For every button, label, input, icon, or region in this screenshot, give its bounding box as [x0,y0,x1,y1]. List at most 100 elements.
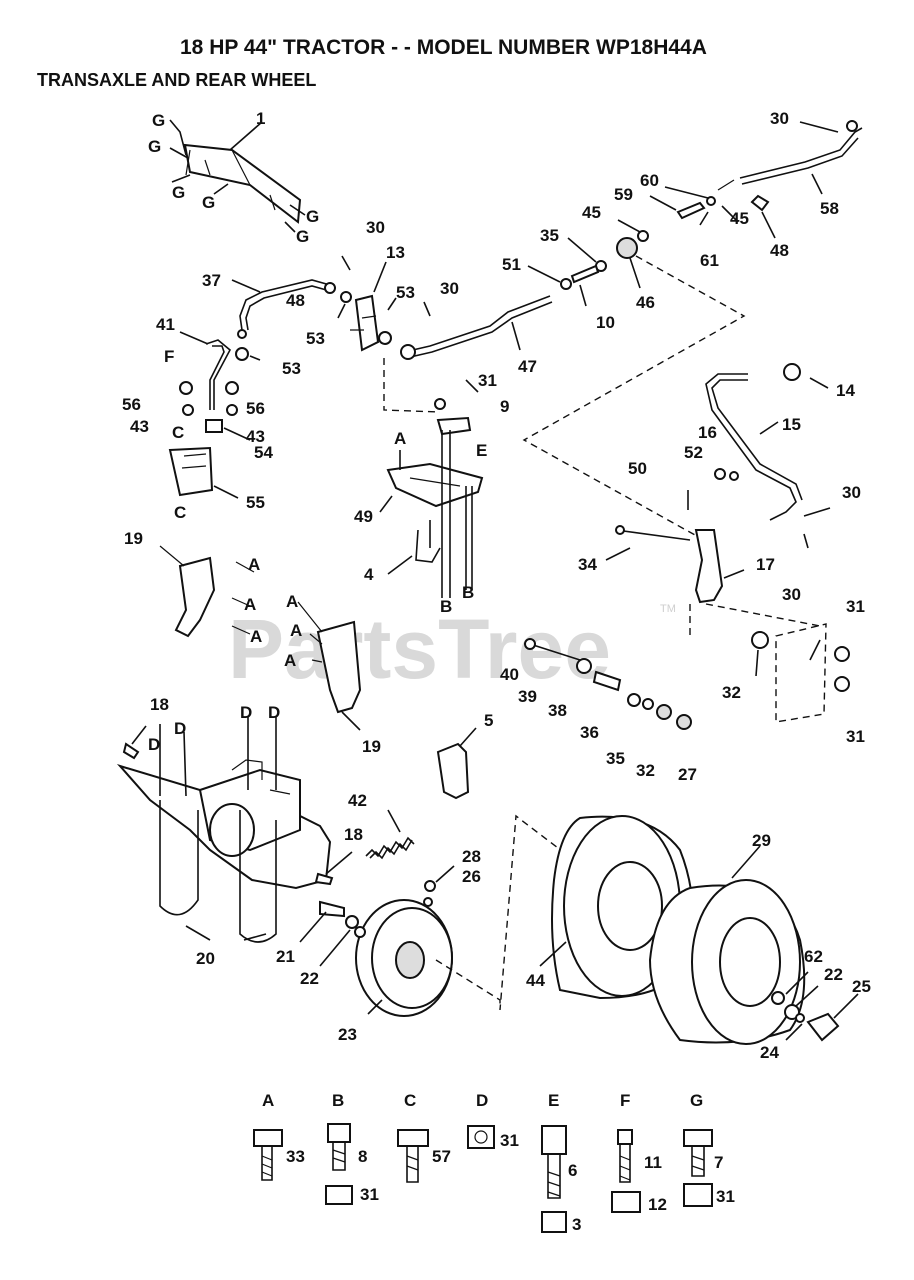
hardware-key [253,1123,713,1233]
callout: 30 [440,279,459,298]
part-23-rim [319,814,707,1017]
part-19-brackets [159,545,362,731]
callout: 32 [636,761,655,780]
part-axle-hardware [524,623,850,730]
callout: 44 [526,971,545,990]
callout: 58 [820,199,839,218]
callout: 31 [478,371,497,390]
callout: 13 [386,243,405,262]
key-part: 31 [360,1185,379,1204]
callout: B [440,597,452,616]
callout: 32 [722,683,741,702]
key-part: 6 [568,1161,577,1180]
callout: 45 [730,209,749,228]
callout: 9 [500,397,509,416]
callout: E [476,441,487,460]
callout: 26 [462,867,481,886]
callout: 56 [246,399,265,418]
part-42-spring [365,809,415,860]
callout: 29 [752,831,771,850]
callout: 51 [502,255,521,274]
callout: 25 [852,977,871,996]
key-part: 8 [358,1147,367,1166]
callout: G [148,137,161,156]
callout: 60 [640,171,659,190]
callout: 47 [518,357,537,376]
callout: 31 [846,597,865,616]
callout: 50 [628,459,647,478]
callout: C [174,503,186,522]
callout: A [250,627,262,646]
callout: A [248,555,260,574]
callout: A [244,595,256,614]
key-part: 12 [648,1195,667,1214]
callout: 18 [150,695,169,714]
callout: D [240,703,252,722]
part-29-tire [539,845,806,1045]
key-letter: A [262,1091,274,1110]
callout: 52 [684,443,703,462]
callout: 14 [836,381,855,400]
diagram-title: 18 HP 44" TRACTOR - - MODEL NUMBER WP18H… [180,36,707,59]
watermark-tm: TM [660,603,676,615]
key-letter: F [620,1091,630,1110]
key-letter: B [332,1091,344,1110]
part-13-bracket [337,261,441,413]
key-part: 11 [644,1153,662,1172]
part-41-arm [168,329,261,499]
part-5-clip [436,727,477,800]
callout: 34 [578,555,597,574]
callout: 16 [698,423,717,442]
callout: 36 [580,723,599,742]
callout: 17 [756,555,775,574]
callout: 18 [344,825,363,844]
callout: 22 [824,965,843,984]
part-15-lever [605,363,831,640]
callout: 4 [364,565,374,584]
callout: 19 [124,529,143,548]
callout: A [286,592,298,611]
callout: 39 [518,687,537,706]
key-letter: D [476,1091,488,1110]
callout: 19 [362,737,381,756]
callout: 5 [484,711,493,730]
callout: A [290,621,302,640]
callout: 43 [246,427,265,446]
callout: 49 [354,507,373,526]
callout: 10 [596,313,615,332]
callout: 56 [122,395,141,414]
callout: 45 [582,203,601,222]
part-47-rod [400,255,746,541]
callout: A [284,651,296,670]
callout: 46 [636,293,655,312]
key-part: 3 [572,1215,581,1234]
callout: 38 [548,701,567,720]
callout: 37 [202,271,221,290]
callout: 35 [606,749,625,768]
callout: 20 [196,949,215,968]
callout: 31 [846,727,865,746]
callout: 23 [338,1025,357,1044]
callout: D [148,735,160,754]
transaxle [116,716,353,943]
part-37-rod [231,255,431,331]
callout: 27 [678,765,697,784]
callout: 15 [782,415,801,434]
callout: 54 [254,443,273,462]
callout: 61 [700,251,719,270]
callout: 30 [842,483,861,502]
part-58-rod [717,120,863,195]
key-part: 31 [716,1187,735,1206]
callout: 42 [348,791,367,810]
callout: G [296,227,309,246]
callout: G [202,193,215,212]
callout: 53 [306,329,325,348]
callout: B [462,583,474,602]
key-letter: E [548,1091,559,1110]
part-46-swivel [527,237,641,307]
key-letter: C [404,1091,416,1110]
callout: 48 [286,291,305,310]
callout: G [172,183,185,202]
callout: 35 [540,226,559,245]
callout: A [394,429,406,448]
